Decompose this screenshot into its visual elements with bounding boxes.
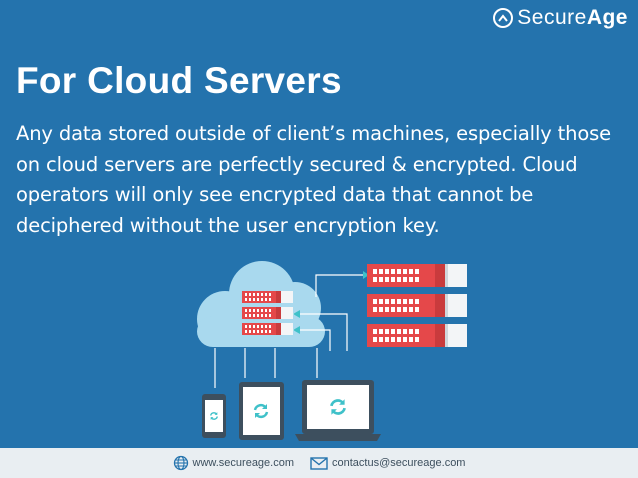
- smartphone-icon: [202, 394, 226, 438]
- server-rack-icon: [367, 264, 467, 347]
- brand-name: SecureAge: [517, 6, 628, 29]
- tablet-icon: [239, 382, 284, 440]
- connection-lines: [214, 274, 363, 388]
- envelope-icon: [310, 456, 328, 470]
- cloud-server-stack: [242, 291, 293, 335]
- footer-website[interactable]: www.secureage.com: [173, 455, 295, 471]
- footer: www.secureage.com contactus@secureage.co…: [0, 448, 638, 478]
- laptop-icon: [295, 380, 381, 441]
- slide-body: Any data stored outside of client’s mach…: [16, 122, 611, 237]
- slide-title: For Cloud Servers: [16, 60, 342, 101]
- email-link[interactable]: contactus@secureage.com: [332, 457, 466, 469]
- cloud-server-illustration: [197, 261, 467, 441]
- caret-up-circle-icon: [493, 8, 514, 28]
- connection-arrowheads: [293, 271, 369, 334]
- website-link[interactable]: www.secureage.com: [192, 457, 295, 469]
- footer-email[interactable]: contactus@secureage.com: [310, 456, 466, 470]
- globe-icon: [173, 455, 188, 471]
- brand-logo: SecureAge: [493, 6, 628, 30]
